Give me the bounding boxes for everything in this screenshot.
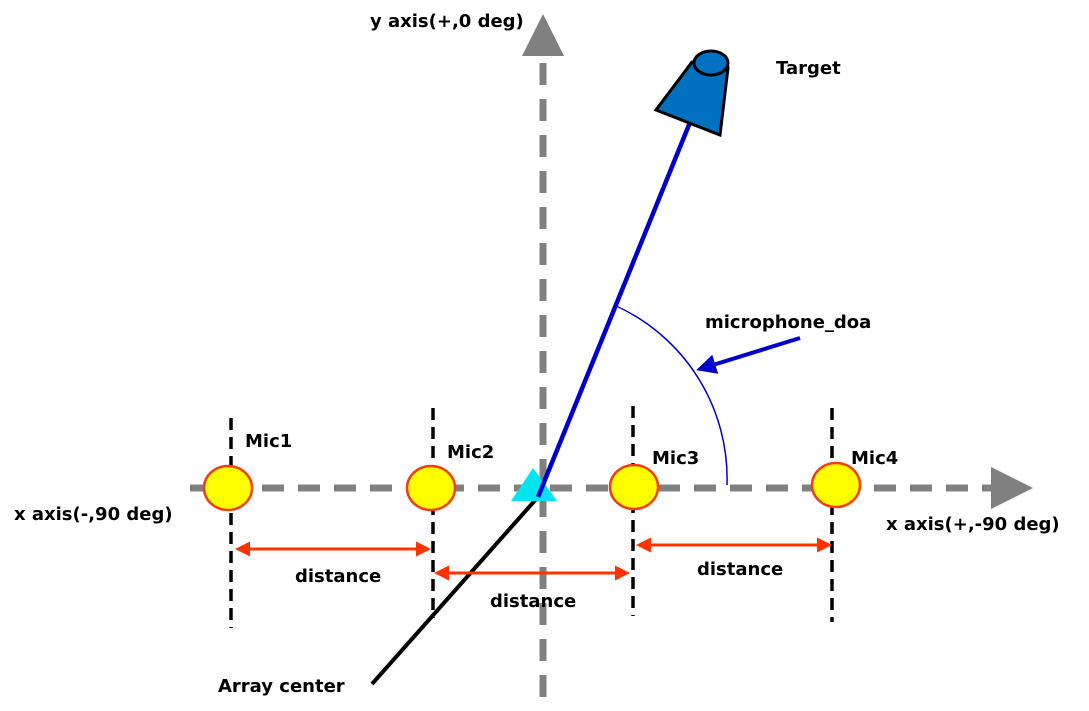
mic1-label: Mic1 — [245, 431, 292, 452]
mic2 — [405, 464, 457, 512]
y-axis-label: y axis(+,0 deg) — [370, 11, 524, 32]
array-center-pointer — [370, 495, 540, 686]
distance-label-1: distance — [295, 566, 381, 587]
mic4 — [810, 461, 862, 509]
mic3-label: Mic3 — [652, 448, 699, 469]
mic1 — [202, 464, 254, 512]
distance-label-2: distance — [490, 591, 576, 612]
target-icon — [653, 49, 730, 138]
target-label: Target — [776, 58, 841, 79]
x-axis-neg-label: x axis(-,90 deg) — [14, 504, 173, 525]
array-center-marker — [511, 468, 557, 501]
doa-label: microphone_doa — [705, 312, 871, 333]
mic3 — [608, 463, 660, 511]
doa-angle-arc — [613, 304, 728, 486]
array-center-label: Array center — [218, 676, 345, 697]
target-direction-line — [535, 77, 711, 498]
mic2-label: Mic2 — [447, 442, 494, 463]
mic4-label: Mic4 — [851, 448, 898, 469]
distance-label-3: distance — [697, 559, 783, 580]
x-axis-pos-label: x axis(+,-90 deg) — [886, 514, 1060, 535]
doa-pointer-arrow — [696, 336, 801, 374]
